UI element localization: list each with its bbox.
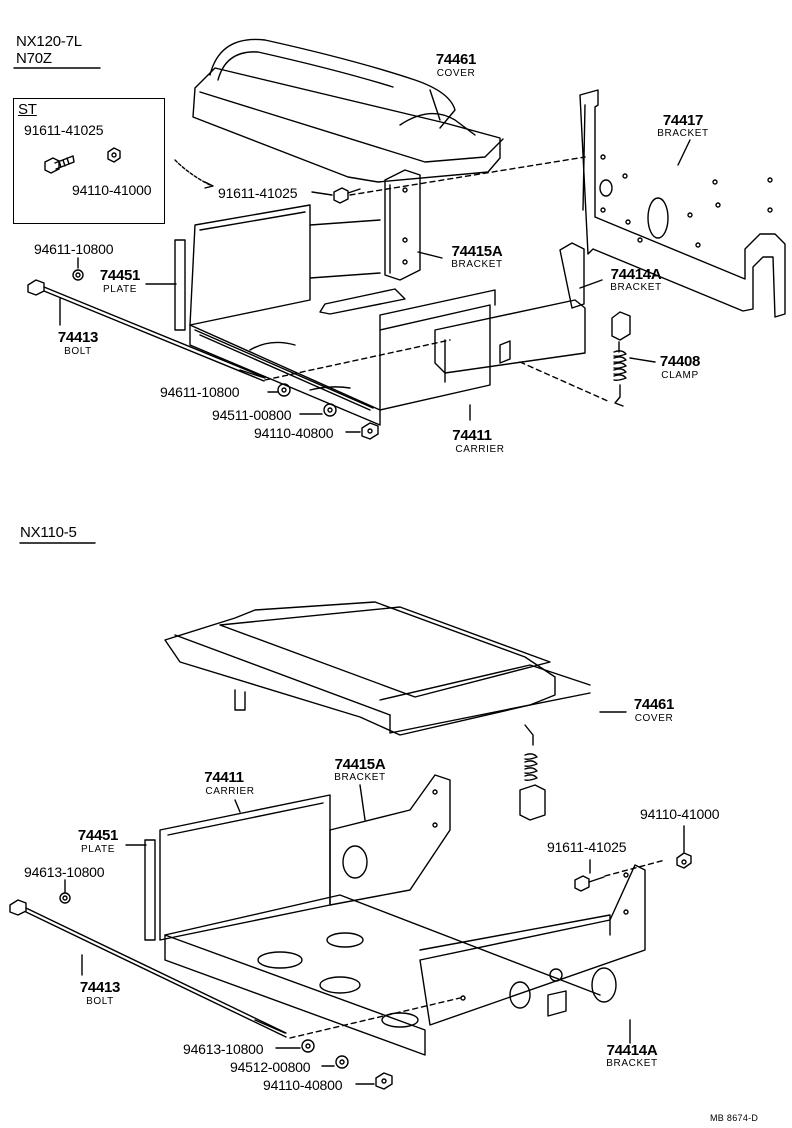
bottom-bracket-74415A-shape	[330, 775, 450, 905]
top-plate-num: 74451	[99, 267, 141, 284]
top-clamp-74408-shape	[612, 312, 630, 406]
bottom-bolt-74413-num: 74413	[79, 979, 121, 996]
bottom-carrier-name: CARRIER	[205, 786, 255, 797]
bottom-plate-num: 74451	[77, 827, 119, 844]
bottom-model-label: NX110-5	[20, 524, 77, 541]
top-bracket-74415A-num: 74415A	[451, 243, 503, 260]
bottom-plate-name: PLATE	[81, 844, 115, 855]
top-bolt-91611-shape	[334, 188, 360, 203]
bottom-bracket-74415A-name: BRACKET	[334, 772, 386, 783]
bottom-washer-94512-label: 94512-00800	[230, 1059, 311, 1075]
st-nut-icon	[108, 148, 120, 162]
st-nut-label: 94110-41000	[72, 182, 152, 198]
bottom-nut-94110-41000-label: 94110-41000	[640, 806, 720, 822]
top-carrier-name: CARRIER	[455, 444, 505, 455]
top-bracket-74414A-name: BRACKET	[610, 282, 662, 293]
bottom-long-bolt-74413-shape	[10, 900, 286, 1037]
top-washer-94611-a-label: 94611-10800	[34, 241, 114, 257]
bottom-bracket-74414A-shape	[420, 865, 645, 1025]
top-cover-shape	[193, 39, 503, 182]
top-cover-num: 74461	[435, 51, 477, 68]
top-bolt-74413-num: 74413	[57, 329, 99, 346]
top-clamp-num: 74408	[659, 353, 701, 370]
bottom-bolt-91611-label: 91611-41025	[547, 839, 627, 855]
top-nut-94110-label: 94110-40800	[254, 425, 334, 441]
top-bolt-74413-name: BOLT	[64, 346, 92, 357]
top-cover-name: COVER	[436, 68, 476, 79]
top-long-bolt-74413-shape	[28, 280, 265, 381]
top-washer-94611-b-label: 94611-10800	[160, 384, 240, 400]
st-kit-box	[13, 98, 165, 224]
top-bolt-91611-label: 91611-41025	[218, 185, 298, 201]
bottom-washer-94613-b-label: 94613-10800	[183, 1041, 264, 1057]
bottom-bracket-74414A-name: BRACKET	[606, 1058, 658, 1069]
top-bracket-74417-num: 74417	[662, 112, 704, 129]
top-model-label: NX120-7L	[16, 33, 82, 50]
top-bracket-74414A-shape	[435, 243, 585, 382]
bottom-carrier-num: 74411	[204, 769, 244, 786]
top-bracket-74415A-shape	[385, 170, 420, 280]
bottom-cover-shape	[165, 602, 590, 735]
top-bracket-74417-shape	[580, 90, 785, 317]
top-bracket-74414A-num: 74414A	[610, 266, 662, 283]
bottom-washer-94613-a-label: 94613-10800	[24, 864, 105, 880]
top-bracket-74415A-name: BRACKET	[451, 259, 503, 270]
st-box-title: ST	[18, 101, 37, 118]
bottom-nut-94110-40800-label: 94110-40800	[263, 1077, 343, 1093]
top-carrier-num: 74411	[452, 427, 492, 444]
bottom-cover-num: 74461	[633, 696, 675, 713]
bottom-carrier-shape	[145, 795, 610, 1055]
top-carrier-shape	[175, 205, 495, 425]
top-washer-94511-label: 94511-00800	[212, 407, 292, 423]
bottom-bolt-74413-name: BOLT	[86, 996, 114, 1007]
st-bolt-icon	[45, 156, 74, 173]
top-bracket-74417-name: BRACKET	[657, 128, 709, 139]
top-clamp-name: CLAMP	[661, 370, 699, 381]
bottom-clamp-shape	[520, 725, 545, 820]
bottom-bracket-74414A-num: 74414A	[606, 1042, 658, 1059]
footer-code: MB 8674-D	[710, 1113, 759, 1123]
st-bolt-label: 91611-41025	[24, 122, 104, 138]
top-variant-label: N70Z	[16, 50, 52, 67]
top-plate-name: PLATE	[103, 284, 137, 295]
bottom-bracket-74415A-num: 74415A	[334, 756, 386, 773]
bottom-cover-name: COVER	[634, 713, 674, 724]
